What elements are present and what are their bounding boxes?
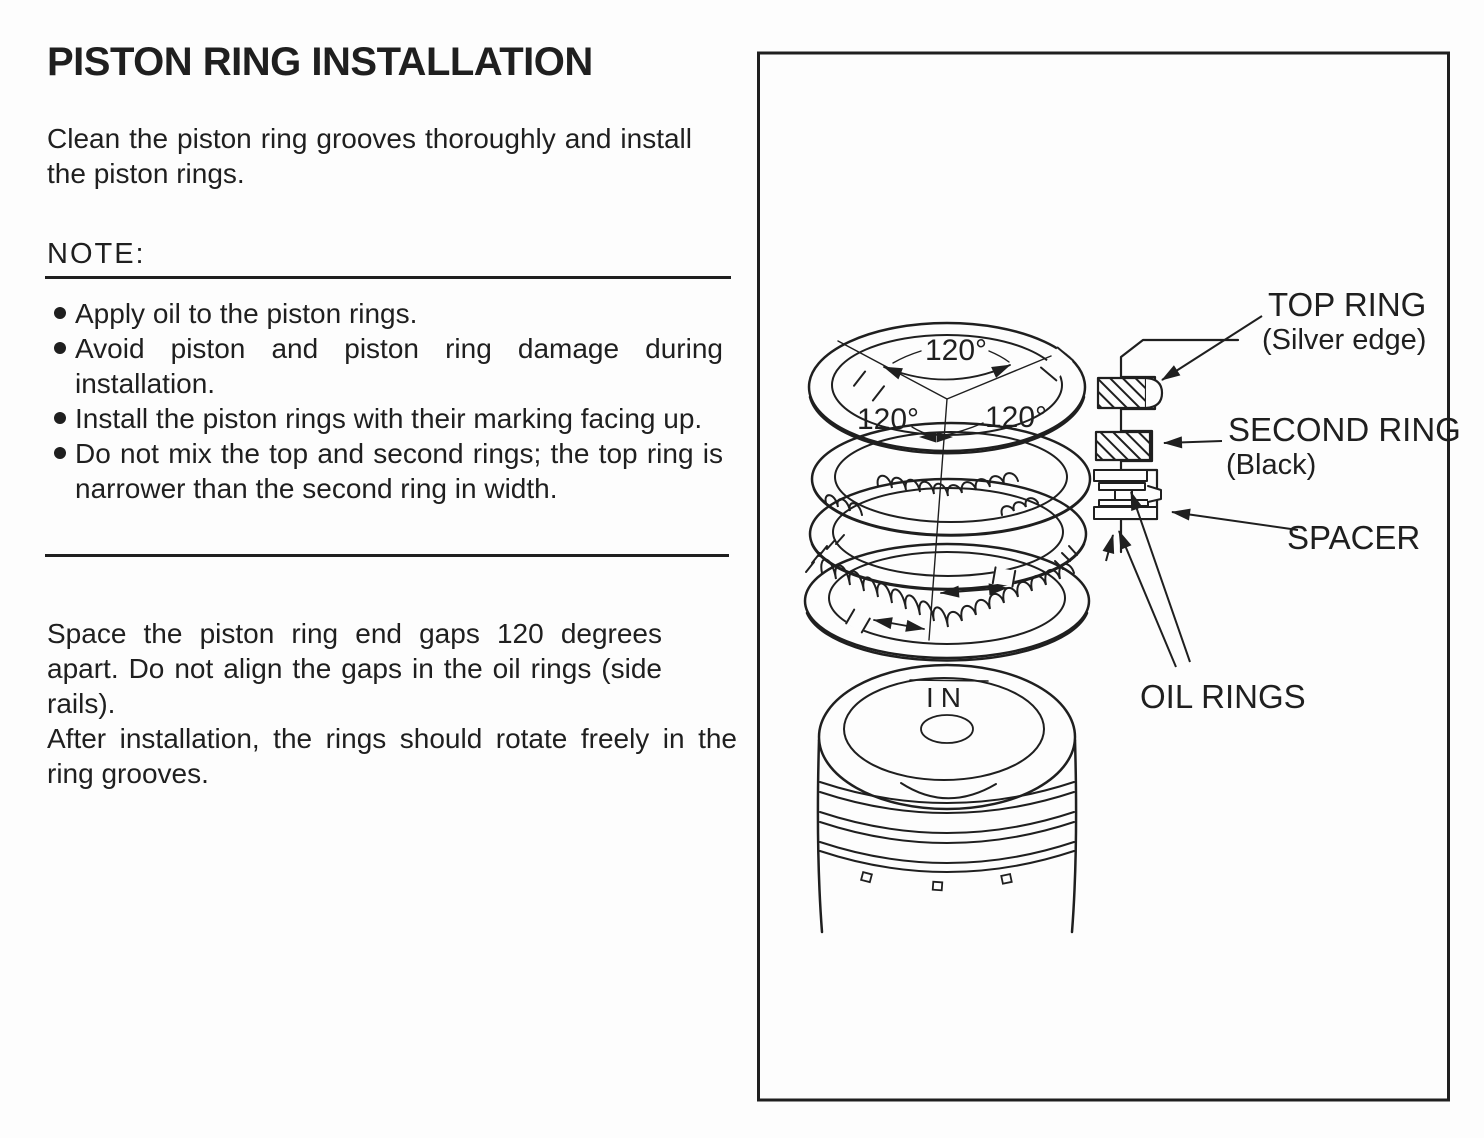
piston-valve-notch <box>900 782 997 800</box>
intro-paragraph: Clean the piston ring grooves thoroughly… <box>47 123 692 189</box>
label-second-ring: SECOND RING <box>1228 411 1461 448</box>
groove-pin-tabs <box>859 870 1013 892</box>
oil-rings-arrow <box>1118 530 1177 668</box>
spacer-coil <box>876 472 1019 497</box>
page-title: PISTON RING INSTALLATION <box>47 40 593 84</box>
note-list: Apply oil to the piston rings. Avoid pis… <box>47 296 723 506</box>
label-leader-arrows <box>1102 315 1299 668</box>
spacer-coil-left <box>824 494 863 516</box>
oil-rings-arrow <box>1130 491 1191 663</box>
label-angle-top: 120° <box>925 334 987 367</box>
ring-stack-drawing <box>803 321 1092 662</box>
gap-spacing-paragraph: Space the piston ring end gaps 120 degre… <box>47 618 662 719</box>
note-item: Install the piston rings with their mark… <box>47 401 723 436</box>
spacer-arrow <box>1171 508 1299 531</box>
note-rule-top <box>45 276 731 279</box>
gap-spacing-arrow <box>873 617 925 632</box>
angle-mid-arrows <box>919 431 953 443</box>
piston-crown-outer <box>817 663 1077 811</box>
ring-gap-mark <box>853 370 885 402</box>
label-top-ring: TOP RING <box>1268 286 1426 323</box>
oil-ring-expander-coil <box>820 558 1075 628</box>
gap-spacing-arrow <box>940 583 1008 598</box>
top-ring-arrow <box>1161 315 1263 381</box>
label-spacer: SPACER <box>1287 519 1420 556</box>
figure-labels: TOP RING (Silver edge) SECOND RING (Blac… <box>857 286 1461 715</box>
oil-rail-gap-mark <box>991 566 1017 588</box>
piston-crown-inner <box>843 677 1045 781</box>
second-ring-drawing <box>810 421 1092 537</box>
ring-gap-mark <box>1039 346 1075 382</box>
label-oil-rings: OIL RINGS <box>1140 678 1306 715</box>
piston-drawing <box>816 663 1078 934</box>
piston-ring-grooves <box>819 781 1075 873</box>
piston-crown-chord <box>909 679 989 682</box>
label-angle-left: 120° <box>857 403 919 436</box>
angle-arc-arrow <box>883 364 1011 381</box>
oil-ring-bottom-rail <box>803 534 1091 662</box>
oil-ring-section <box>1093 469 1162 520</box>
figure-frame <box>757 51 1450 1102</box>
top-ring-drawing <box>807 321 1087 455</box>
note-item: Apply oil to the piston rings. <box>47 296 723 331</box>
note-heading: NOTE: <box>47 238 146 270</box>
top-ring-section <box>1096 376 1164 410</box>
cross-section-drawing <box>1093 338 1240 554</box>
after-install-paragraph: After installation, the rings should rot… <box>47 723 737 789</box>
second-ring-arrow <box>1163 436 1223 449</box>
oil-rail-gap-mark <box>845 608 871 634</box>
label-second-ring-note: (Black) <box>1226 449 1316 481</box>
note-rule-bottom <box>45 554 729 557</box>
piston-pin-hole <box>920 714 974 744</box>
label-angle-right: 120° <box>985 401 1047 434</box>
spacer-coil-right <box>1000 497 1039 516</box>
note-item: Avoid piston and piston ring damage duri… <box>47 331 723 401</box>
piston-wall-left <box>816 738 824 934</box>
piston-wall-right <box>1070 738 1078 934</box>
second-ring-section <box>1094 430 1152 462</box>
oil-rings-arrow <box>1102 534 1115 562</box>
note-item: Do not mix the top and second rings; the… <box>47 436 723 506</box>
label-top-ring-note: (Silver edge) <box>1262 324 1426 356</box>
label-piston-in-mark: IN <box>926 682 968 713</box>
